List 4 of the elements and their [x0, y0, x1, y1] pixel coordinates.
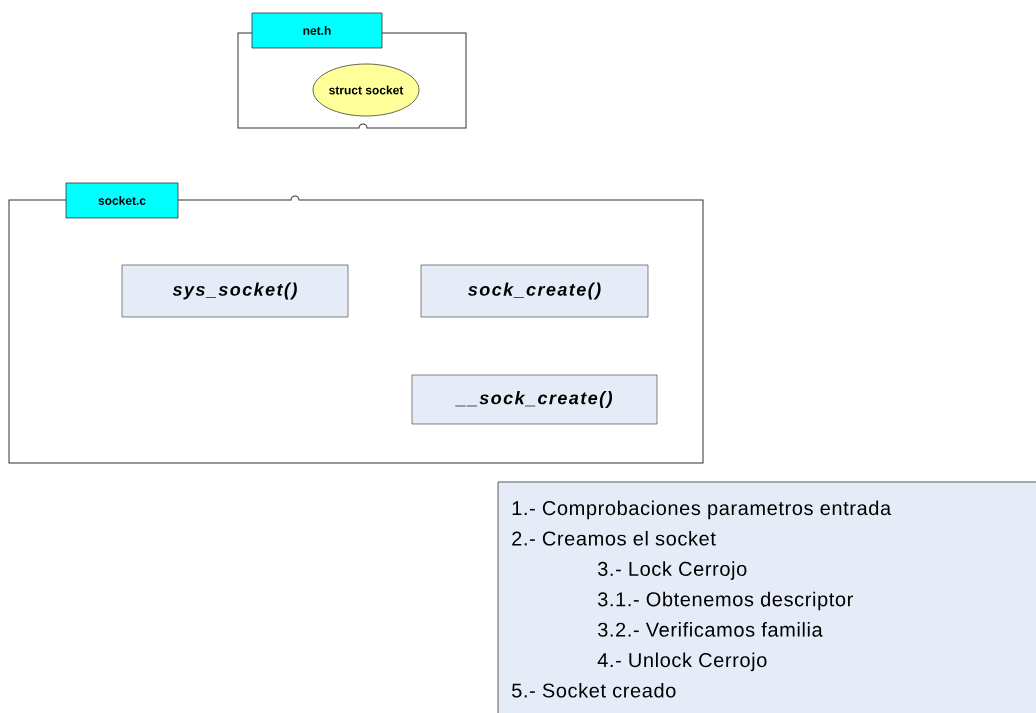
- function-box: __sock_create(): [411, 374, 658, 425]
- steps-box: 1.- Comprobaciones parametros entrada 2.- Creamos el socket 3.- Lock Cerrojo 3.1.- Obtenemos descriptor 3.2.- Verificamos familia 4.- Unlock Cerrojo 5.- Socket creado: [497, 481, 1036, 713]
- function-box: sys_socket(): [121, 264, 349, 318]
- function-box: sock_create(): [420, 264, 649, 318]
